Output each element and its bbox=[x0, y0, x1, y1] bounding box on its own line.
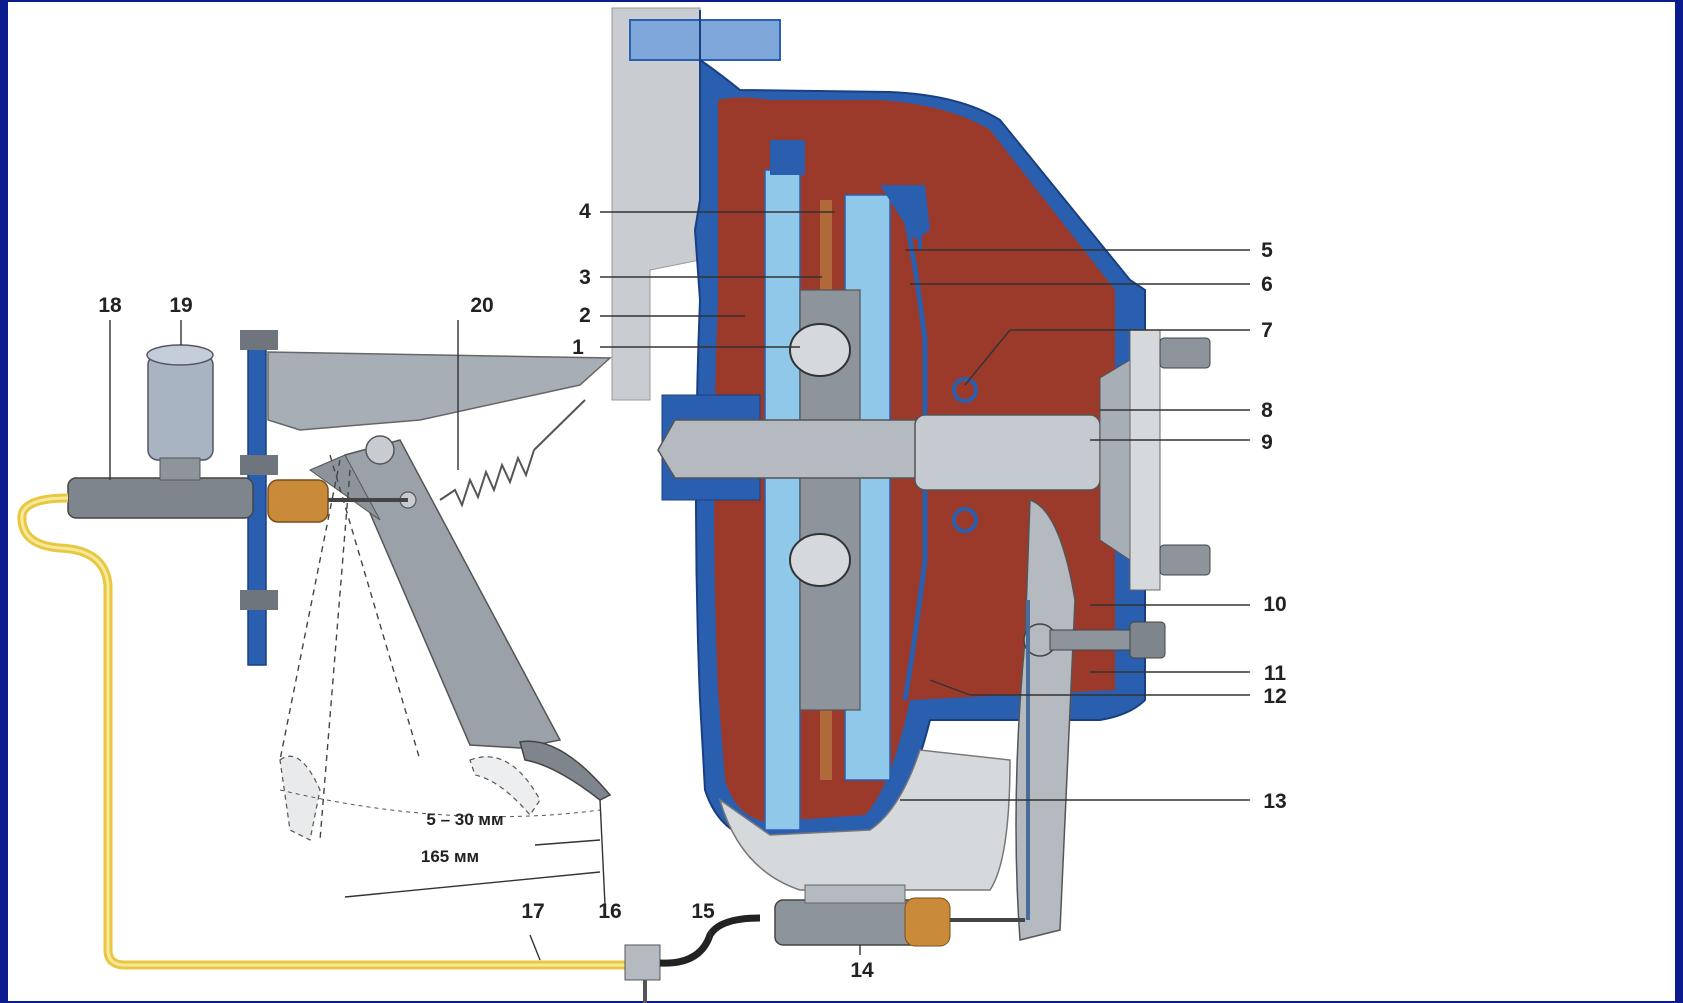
spring-hook bbox=[533, 399, 586, 451]
slave-cylinder-boot bbox=[904, 897, 951, 947]
callout-1: 1 bbox=[572, 336, 584, 359]
input-shaft bbox=[657, 419, 941, 479]
bolt-bottom bbox=[240, 590, 278, 610]
callout-17: 17 bbox=[521, 900, 544, 923]
bell-housing-lower bbox=[718, 749, 1011, 891]
pedal-pad-pressed bbox=[279, 755, 321, 841]
callout-10: 10 bbox=[1263, 593, 1286, 616]
dimension-full-travel: 165 мм bbox=[421, 847, 479, 866]
callout-20: 20 bbox=[470, 294, 493, 317]
pedal-pad-freeplay bbox=[469, 756, 541, 816]
callouts: 1 2 3 4 5 6 7 8 9 10 11 12 13 14 15 16 1… bbox=[98, 200, 1286, 982]
master-cylinder-boot bbox=[267, 479, 329, 523]
pad-arc bbox=[279, 789, 601, 818]
callout-6: 6 bbox=[1261, 273, 1273, 296]
bearing-top bbox=[952, 377, 978, 403]
pedal-bracket bbox=[267, 351, 612, 431]
pivot-bolt bbox=[1049, 629, 1141, 651]
release-fork bbox=[1015, 498, 1076, 941]
reservoir-cap bbox=[146, 344, 214, 366]
callout-8: 8 bbox=[1261, 399, 1273, 422]
callout-18: 18 bbox=[98, 294, 122, 317]
pedal-pad bbox=[519, 740, 612, 801]
leader-lines bbox=[109, 211, 1250, 961]
callout-4: 4 bbox=[579, 200, 591, 223]
mount-bolt-top bbox=[629, 19, 781, 61]
return-spring bbox=[439, 449, 535, 508]
damper-spring-bottom bbox=[789, 533, 851, 587]
callout-3: 3 bbox=[579, 266, 591, 289]
bearing-bottom bbox=[952, 507, 978, 533]
cover-plate bbox=[1129, 329, 1161, 591]
damper-spring-top bbox=[789, 323, 851, 377]
callout-13: 13 bbox=[1263, 790, 1286, 813]
cover-bolt-top bbox=[1159, 337, 1211, 369]
slave-bracket bbox=[804, 884, 906, 904]
callout-19: 19 bbox=[169, 294, 192, 317]
pivot-nut bbox=[1129, 621, 1166, 659]
cover-top bbox=[880, 185, 930, 240]
pedal-pivot bbox=[365, 435, 395, 465]
hose-bracket bbox=[624, 944, 661, 981]
fluid-reservoir bbox=[147, 354, 214, 461]
callout-2: 2 bbox=[579, 304, 591, 327]
pedal-assembly bbox=[67, 330, 612, 841]
cover-bolt-bottom bbox=[1159, 544, 1211, 576]
callout-12: 12 bbox=[1263, 685, 1286, 708]
reservoir-neck bbox=[159, 457, 201, 481]
pedal-travel-outline bbox=[279, 454, 421, 841]
callout-7: 7 bbox=[1261, 319, 1273, 342]
pedal-arm-web bbox=[308, 454, 381, 521]
callout-9: 9 bbox=[1261, 431, 1273, 454]
release-bearing-sleeve bbox=[914, 414, 1101, 491]
callout-14: 14 bbox=[850, 959, 874, 982]
bolt-top bbox=[240, 330, 278, 350]
callout-16: 16 bbox=[598, 900, 621, 923]
master-cylinder bbox=[67, 477, 254, 519]
callout-15: 15 bbox=[691, 900, 715, 923]
clutch-housing bbox=[611, 7, 1211, 947]
callout-11: 11 bbox=[1264, 662, 1287, 685]
bearing-flange bbox=[1099, 359, 1131, 561]
flywheel-rim-top bbox=[770, 140, 805, 175]
engine-block bbox=[611, 7, 701, 401]
dimension-free-play: 5 – 30 мм bbox=[426, 810, 503, 829]
bolt-mid bbox=[240, 455, 278, 475]
callout-5: 5 bbox=[1261, 239, 1273, 262]
flywheel bbox=[764, 169, 801, 831]
